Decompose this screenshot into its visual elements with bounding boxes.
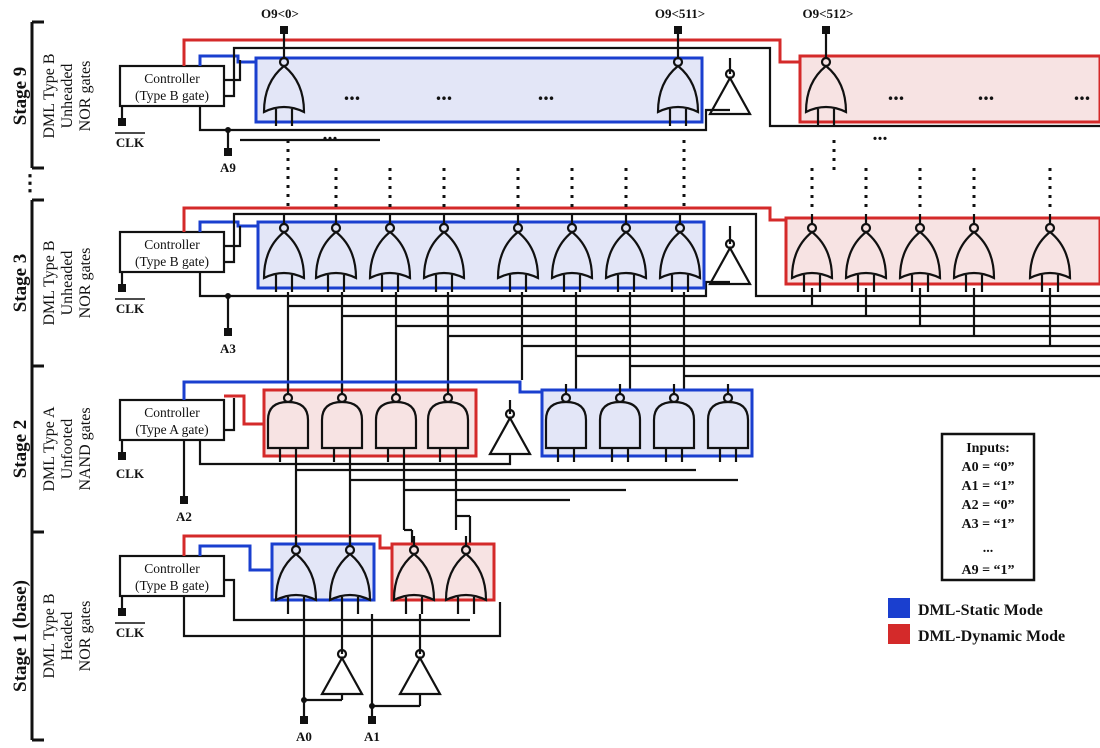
stage-1-desc: DML Type B Headed NOR gates	[41, 593, 94, 678]
stage-2-controller	[118, 398, 226, 442]
svg-text:NOR gates: NOR gates	[77, 601, 94, 672]
dynamic-mode-box	[262, 388, 478, 458]
legend: DML-Static Mode DML-Dynamic Mode	[888, 598, 1065, 645]
dynamic-mode-box	[390, 542, 496, 602]
address-label-a1: A1	[364, 729, 380, 744]
svg-text:NOR gates: NOR gates	[77, 248, 94, 319]
controller-sub: (Type B gate)	[135, 578, 209, 593]
svg-text:Stage 1 (base): Stage 1 (base)	[10, 580, 31, 692]
legend-swatch-dynamic	[888, 624, 910, 644]
output-label-512: O9<512>	[803, 6, 854, 21]
stage-9-block: Controller (Type B gate) CLK ... ... ...…	[115, 6, 1100, 210]
clk-label: CLK	[116, 625, 145, 640]
svg-text:Stage 3: Stage 3	[10, 254, 31, 313]
svg-text:Stage 2: Stage 2	[10, 420, 31, 479]
clk-label: CLK	[116, 135, 145, 150]
input-line: A9 = “1”	[961, 563, 1014, 578]
stage-3-controller	[118, 230, 226, 274]
controller-sub: (Type B gate)	[135, 88, 209, 103]
input-line: A1 = “1”	[961, 479, 1014, 494]
legend-swatch-static	[888, 598, 910, 618]
input-line: A3 = “1”	[961, 517, 1014, 532]
legend-label-static: DML-Static Mode	[918, 602, 1043, 619]
stage-9-label: Stage 9	[10, 67, 31, 126]
gate-ellipsis: ...	[978, 80, 995, 105]
static-mode-box	[254, 56, 704, 124]
static-mode-box	[270, 542, 376, 602]
gate-ellipsis: ...	[888, 80, 905, 105]
gate-ellipsis: ...	[1074, 80, 1091, 105]
stage-bracket	[30, 20, 44, 742]
dynamic-mode-box	[798, 54, 1100, 124]
stage-3-label: Stage 3	[10, 254, 31, 313]
gate-ellipsis: ...	[436, 80, 453, 105]
svg-text:Unheaded: Unheaded	[59, 64, 76, 129]
stage-3-block: Controller (Type B gate) CLK A3	[115, 168, 1100, 392]
gate-ellipsis: ...	[538, 80, 555, 105]
input-line: A2 = “0”	[961, 498, 1014, 513]
input-line: ...	[983, 541, 994, 556]
svg-text:Headed: Headed	[59, 612, 76, 661]
inputs-title: Inputs:	[966, 441, 1010, 456]
controller-label: Controller	[144, 71, 200, 86]
static-mode-box	[540, 388, 754, 458]
svg-text:DML Type B: DML Type B	[41, 240, 58, 325]
output-label-0: O9<0>	[261, 6, 299, 21]
controller-label: Controller	[144, 237, 200, 252]
svg-text:DML Type B: DML Type B	[41, 593, 58, 678]
legend-label-dynamic: DML-Dynamic Mode	[918, 628, 1065, 645]
controller-sub: (Type B gate)	[135, 254, 209, 269]
inputs-box: Inputs: A0 = “0” A1 = “1” A2 = “0” A3 = …	[940, 432, 1036, 582]
svg-text:NOR gates: NOR gates	[77, 61, 94, 132]
stage-9-desc: DML Type B Unheaded NOR gates	[41, 53, 94, 138]
stage-1-block: Controller (Type B gate) CLK A0 A1	[115, 534, 502, 744]
wire-ellipsis: ...	[323, 123, 338, 145]
svg-text:NAND gates: NAND gates	[77, 407, 94, 490]
stage-1-label: Stage 1 (base)	[10, 580, 31, 692]
stage-3-desc: DML Type B Unheaded NOR gates	[41, 240, 94, 325]
stage-2-block: Controller (Type A gate) CLK A2	[116, 380, 754, 546]
input-line: A0 = “0”	[961, 460, 1014, 475]
controller-sub: (Type A gate)	[135, 422, 208, 437]
address-label-a9: A9	[220, 160, 236, 175]
svg-text:DML Type B: DML Type B	[41, 53, 58, 138]
svg-text:Unfooted: Unfooted	[59, 419, 76, 479]
gate-ellipsis: ...	[344, 80, 361, 105]
address-label-a2: A2	[176, 509, 192, 524]
clk-label: CLK	[116, 466, 145, 481]
address-label-a3: A3	[220, 341, 236, 356]
stage-1-controller	[118, 554, 226, 598]
stage-2-desc: DML Type A Unfooted NAND gates	[41, 406, 94, 492]
stage-2-label: Stage 2	[10, 420, 31, 479]
wire-ellipsis: ...	[873, 123, 888, 145]
controller-label: Controller	[144, 561, 200, 576]
static-mode-box	[256, 220, 706, 290]
vertical-dots: ⋮	[19, 170, 41, 195]
controller-label: Controller	[144, 405, 200, 420]
clk-label: CLK	[116, 301, 145, 316]
address-label-a0: A0	[296, 729, 312, 744]
svg-text:Stage 9: Stage 9	[10, 67, 31, 126]
output-label-511: O9<511>	[655, 6, 705, 21]
svg-text:DML Type A: DML Type A	[41, 406, 58, 492]
svg-text:Unheaded: Unheaded	[59, 251, 76, 316]
stage-9-controller	[118, 64, 226, 108]
